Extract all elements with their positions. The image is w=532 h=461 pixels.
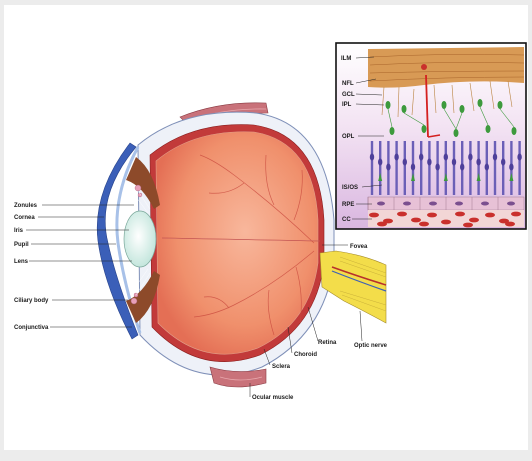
svg-text:Iris: Iris (14, 228, 24, 234)
retina-layers-inset: ILM NFL GCL IPL OPL IS/OS RPE CC (336, 43, 526, 229)
photoreceptor-nucleus (411, 164, 415, 171)
label-ciliary-body: Ciliary body (14, 298, 128, 304)
photoreceptor-nucleus (485, 164, 489, 171)
svg-text:IPL: IPL (342, 102, 352, 108)
label-lens: Lens (14, 259, 132, 265)
cc-blood-cell (369, 213, 379, 218)
cc-blood-cell (455, 212, 465, 217)
photoreceptor-nucleus (460, 164, 464, 171)
rpe-nucleus (507, 202, 515, 206)
cc-blood-cell (411, 218, 421, 223)
svg-text:Lens: Lens (14, 259, 29, 265)
cc-blood-cell (397, 212, 407, 217)
photoreceptor-nucleus (394, 154, 398, 161)
photoreceptor-nucleus (517, 154, 521, 161)
svg-text:NFL: NFL (342, 81, 354, 87)
photoreceptor-nucleus (370, 154, 374, 161)
cc-blood-cell (485, 213, 495, 218)
svg-text:Sclera: Sclera (272, 364, 291, 370)
photoreceptor-nucleus (444, 154, 448, 161)
svg-text:Ciliary body: Ciliary body (14, 298, 49, 304)
svg-text:CC: CC (342, 217, 351, 223)
photoreceptor-nucleus (386, 164, 390, 171)
photoreceptor-nucleus (427, 159, 431, 166)
svg-text:Retina: Retina (318, 340, 337, 346)
nfl-layer (368, 47, 524, 88)
photoreceptor-nucleus (403, 159, 407, 166)
svg-text:Fovea: Fovea (350, 244, 368, 250)
svg-text:IS/OS: IS/OS (342, 185, 358, 191)
lens (124, 211, 156, 267)
cc-blood-cell (469, 218, 479, 223)
photoreceptor-nucleus (435, 164, 439, 171)
photoreceptor-nucleus (476, 159, 480, 166)
photoreceptor-nucleus (509, 164, 513, 171)
rpe-nucleus (481, 202, 489, 206)
rpe-nucleus (455, 202, 463, 206)
cc-blood-cell (505, 222, 515, 227)
cc-blood-cell (441, 220, 451, 225)
svg-text:Choroid: Choroid (294, 352, 317, 358)
rpe-nucleus (377, 202, 385, 206)
svg-text:GCL: GCL (342, 92, 355, 98)
label-iris: Iris (14, 228, 129, 234)
photoreceptor-nucleus (501, 159, 505, 166)
label-cornea: Cornea (14, 215, 104, 221)
cc-blood-cell (511, 212, 521, 217)
rpe-nucleus (403, 202, 411, 206)
cc-blood-cell (427, 213, 437, 218)
optic-nerve (320, 251, 386, 323)
rpe-nucleus (429, 202, 437, 206)
vitreous-body (156, 132, 318, 354)
svg-text:RPE: RPE (342, 202, 354, 208)
photoreceptor-nucleus (468, 154, 472, 161)
cc-blood-cell (377, 222, 387, 227)
photoreceptor-nucleus (378, 159, 382, 166)
svg-text:Optic nerve: Optic nerve (354, 343, 388, 349)
svg-text:Cornea: Cornea (14, 215, 35, 221)
cc-blood-cell (419, 222, 429, 227)
label-conjunctiva: Conjunctiva (14, 325, 132, 331)
photoreceptor-nucleus (493, 154, 497, 161)
eye-anatomy-diagram: Zonules Cornea Iris Pupil Lens Ciliary b… (4, 5, 528, 450)
svg-text:Zonules: Zonules (14, 203, 38, 209)
figure-panel: Zonules Cornea Iris Pupil Lens Ciliary b… (4, 5, 528, 450)
svg-text:Pupil: Pupil (14, 242, 29, 248)
cc-blood-cell (463, 223, 473, 228)
cc-layer (368, 210, 524, 227)
label-ocular-muscle: Ocular muscle (250, 383, 294, 401)
svg-text:OPL: OPL (342, 134, 355, 140)
photoreceptor-nucleus (452, 159, 456, 166)
svg-text:Conjunctiva: Conjunctiva (14, 325, 49, 331)
photoreceptor-nucleus (419, 154, 423, 161)
svg-text:ILM: ILM (341, 56, 351, 62)
label-zonules: Zonules (14, 203, 134, 209)
svg-text:Ocular muscle: Ocular muscle (252, 395, 294, 401)
